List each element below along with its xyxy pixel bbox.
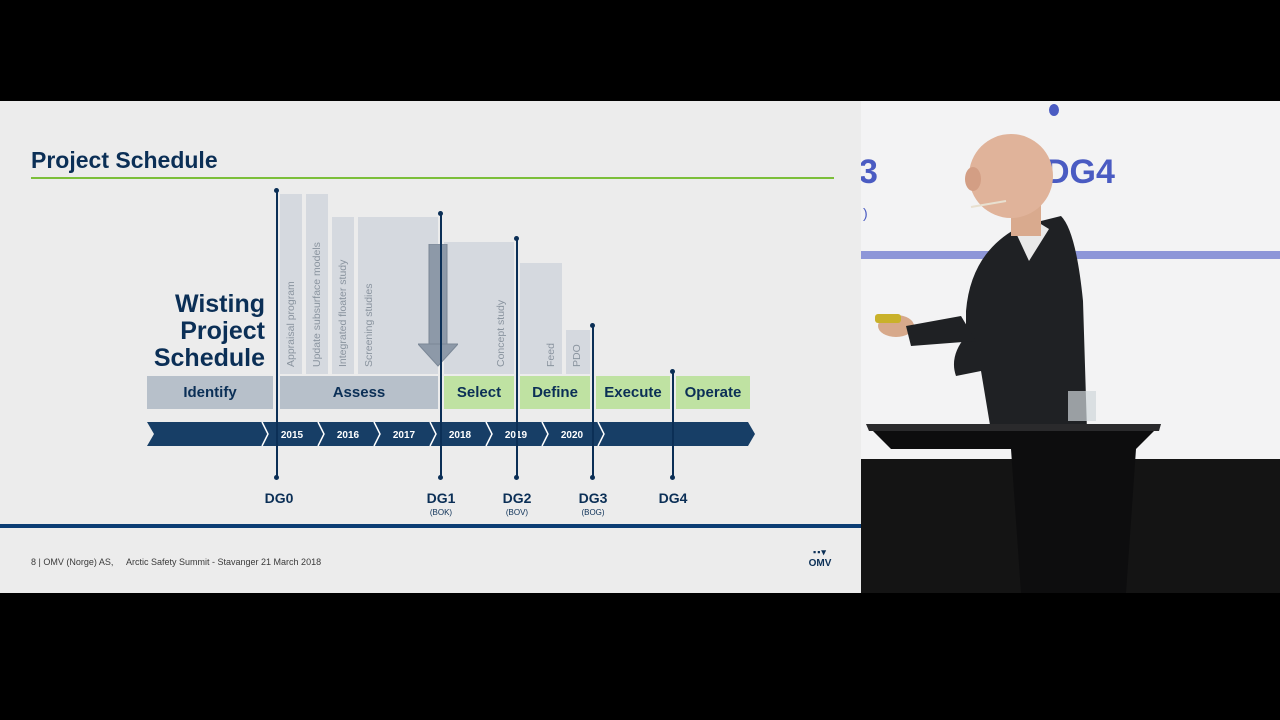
gate-dot	[514, 236, 519, 241]
gate-dot	[438, 475, 443, 480]
phase-identify: Identify	[147, 376, 273, 409]
year-label: 2020	[561, 430, 584, 441]
projected-screen-text-right: DG4	[1045, 153, 1115, 191]
big-title-line-1: Wisting	[174, 290, 265, 318]
gate-label-dg3: DG3	[578, 490, 608, 506]
presentation-slide: Project Schedule Wisting Project Schedul…	[0, 101, 861, 593]
speaker-video: 3 ) DG4	[861, 101, 1280, 593]
down-arrow-icon	[418, 244, 458, 367]
timeline-arrow: 2015 2016 2017 2018 2019 2020	[147, 421, 755, 447]
gate-dot	[670, 369, 675, 374]
big-title-line-2: Project	[180, 317, 265, 345]
slide-title: Project Schedule	[31, 147, 218, 173]
gate-dot	[590, 323, 595, 328]
phase-assess: Assess	[280, 376, 438, 409]
activity-bar	[306, 194, 328, 374]
activity-bar	[332, 217, 354, 374]
wisting-title: Wisting Project Schedule	[140, 291, 265, 372]
gate-line-dg4	[672, 371, 674, 477]
title-underline	[31, 177, 834, 179]
projected-screen-paren: )	[863, 205, 868, 221]
gate-label-dg4: DG4	[658, 490, 688, 506]
omv-logo-mark: ▪▪▾	[813, 547, 827, 557]
gate-dot	[438, 211, 443, 216]
gate-sub-dg1: (BOK)	[429, 508, 453, 517]
speaker-figure	[866, 134, 1161, 593]
projected-screen-text-left: 3	[861, 153, 878, 191]
gate-sub-dg2: (BOV)	[505, 508, 529, 517]
activity-bar	[566, 330, 590, 374]
gate-sub-dg3: (BOG)	[581, 508, 605, 517]
footer-page: 8 | OMV (Norge) AS,	[31, 557, 114, 567]
gate-dot	[274, 475, 279, 480]
gate-line-dg2	[516, 238, 518, 477]
gate-dot	[274, 188, 279, 193]
gate-label-dg1: DG1	[426, 490, 456, 506]
gate-dot	[590, 475, 595, 480]
gate-label-dg0: DG0	[264, 490, 294, 506]
footer-event: Arctic Safety Summit - Stavanger 21 Marc…	[126, 557, 322, 567]
activity-bar	[520, 263, 562, 374]
phase-define: Define	[520, 376, 590, 409]
activity-bar	[280, 194, 302, 374]
gate-dot	[514, 475, 519, 480]
phase-select: Select	[444, 376, 514, 409]
footer-rule	[0, 524, 861, 528]
year-label: 2015	[281, 430, 304, 441]
gate-label-dg2: DG2	[502, 490, 532, 506]
gate-line-dg1	[440, 213, 442, 477]
phase-execute: Execute	[596, 376, 670, 409]
gate-line-dg3	[592, 325, 594, 477]
year-label: 2017	[393, 430, 416, 441]
activity-bar	[444, 242, 514, 374]
gate-line-dg0	[276, 190, 278, 477]
big-title-line-3: Schedule	[153, 344, 265, 372]
omv-logo: ▪▪▾ OMV	[806, 547, 834, 569]
omv-logo-text: OMV	[808, 558, 832, 569]
gate-dot	[670, 475, 675, 480]
year-label: 2018	[449, 430, 472, 441]
year-label: 2016	[337, 430, 360, 441]
phase-operate: Operate	[676, 376, 750, 409]
projected-screen-dot	[1049, 104, 1059, 116]
